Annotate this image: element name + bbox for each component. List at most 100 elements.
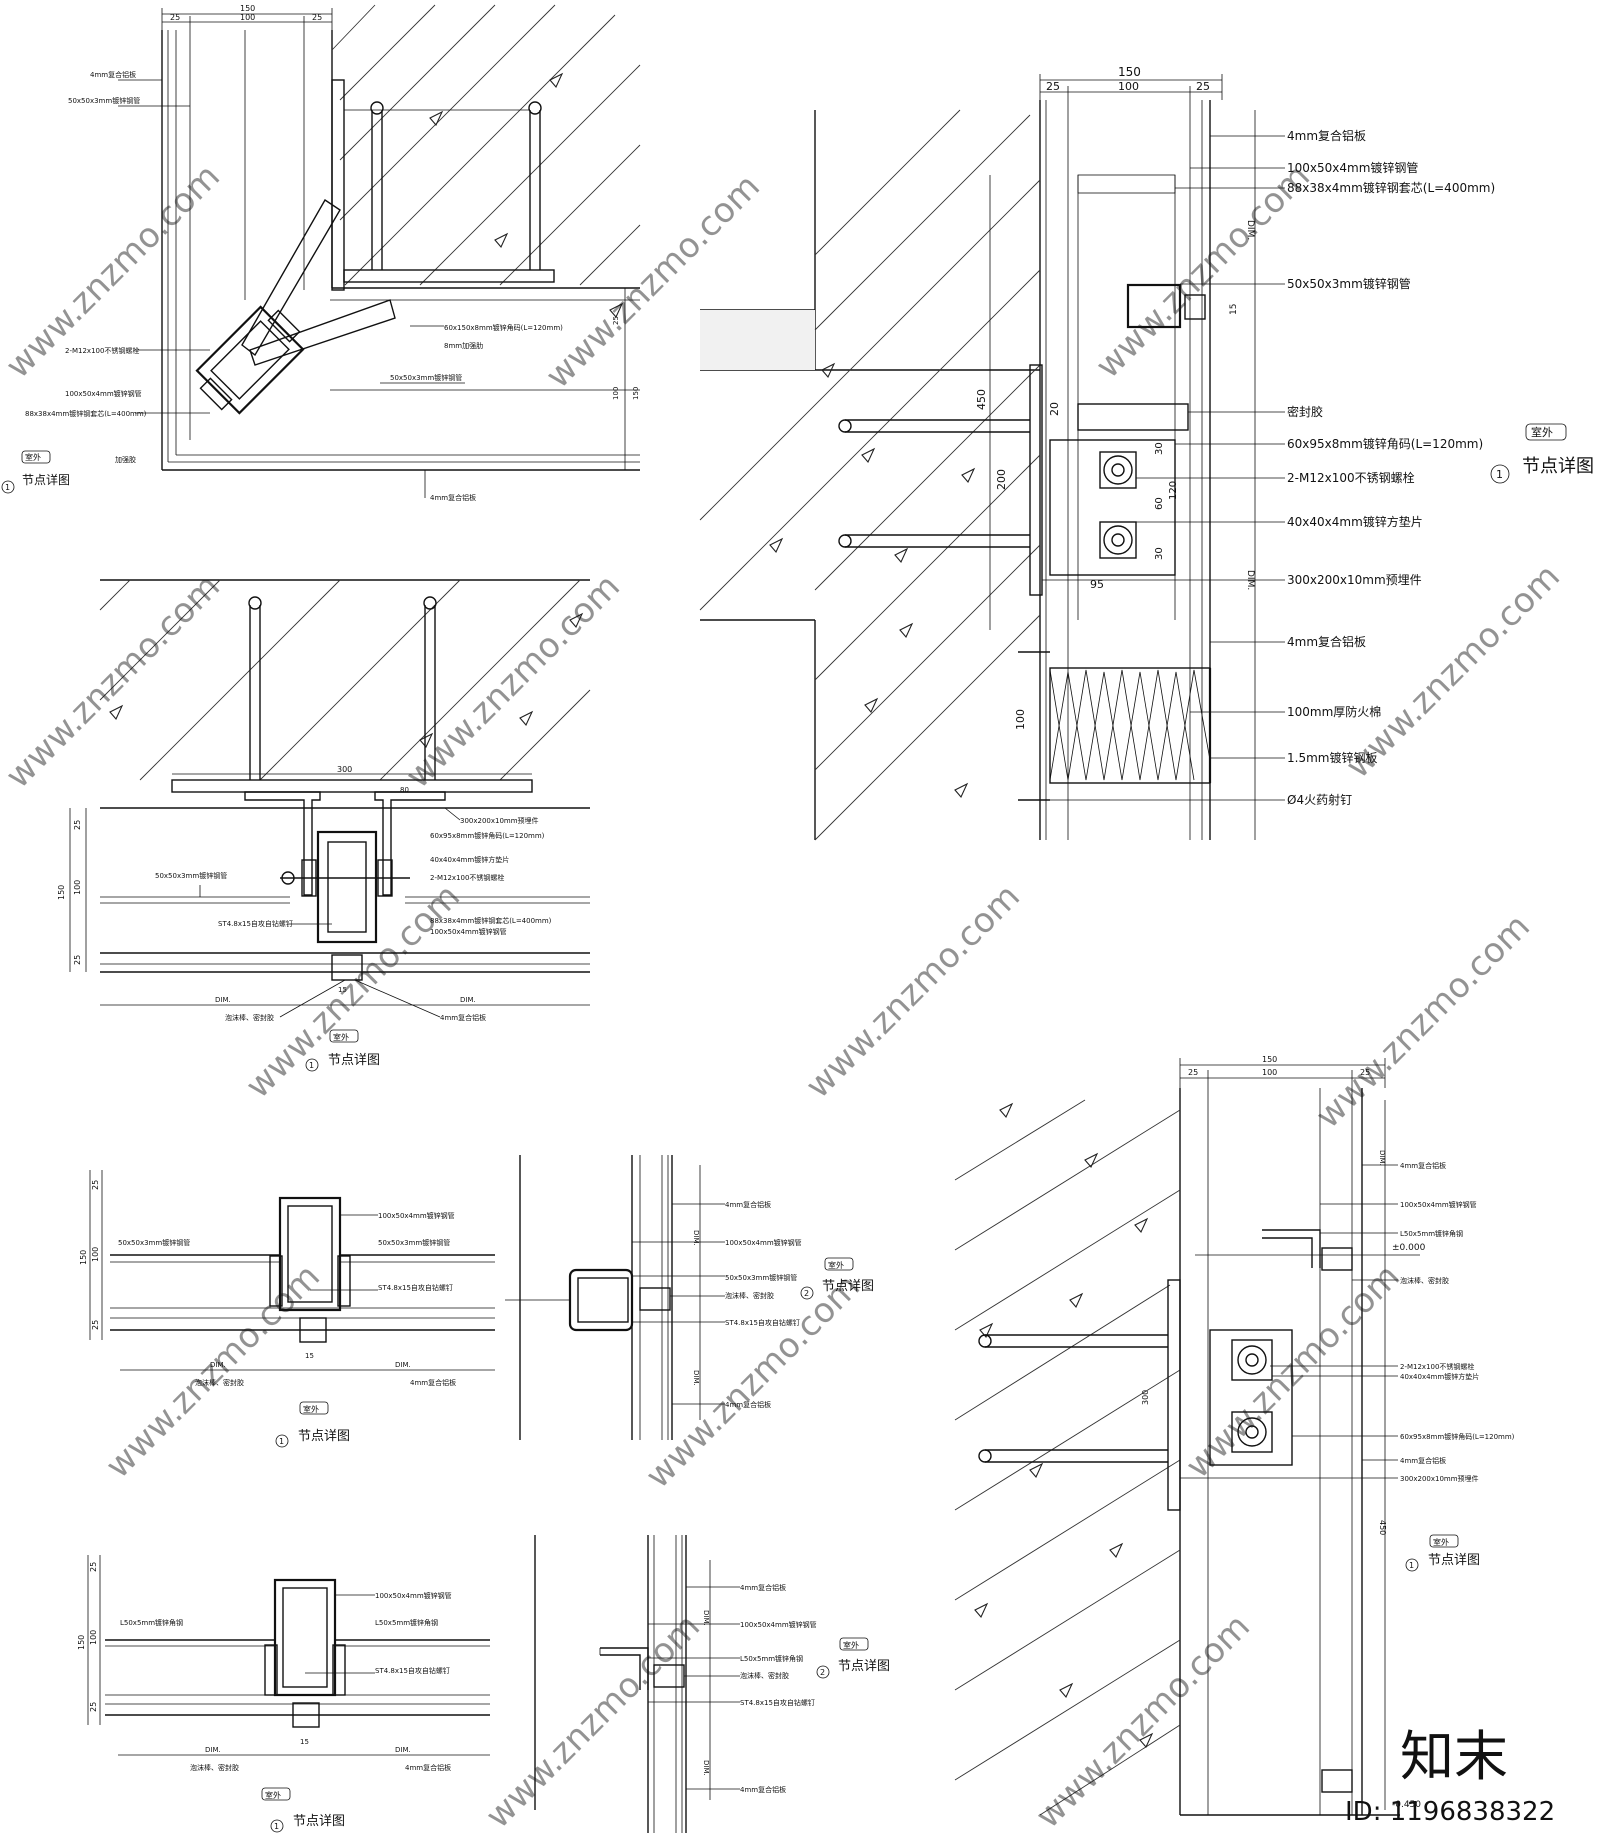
- label-sealant: 密封胶: [1287, 404, 1323, 419]
- dim-150-v: 150: [79, 1250, 88, 1265]
- detail-c-plan: 300 80 150 25 100 25 DIM. DIM. 15 300x2: [57, 579, 591, 1072]
- outdoor-label: 室外: [25, 452, 41, 462]
- dim-25: 25: [1196, 80, 1210, 93]
- watermark-site: www.znzmo.com: [1088, 156, 1318, 386]
- label-screw: ST4.8x15自攻自钻螺钉: [740, 1698, 815, 1707]
- label-core88: 88x38x4mm镀锌钢套芯(L=400mm): [430, 916, 552, 925]
- label-pipe100: 100x50x4mm镀锌钢管: [740, 1620, 817, 1629]
- node-number: 1: [5, 483, 10, 492]
- dim-15: 15: [338, 986, 347, 994]
- label-al4: 4mm复合铝板: [725, 1200, 771, 1209]
- label-angle60-95: 60x95x8mm镀锌角码(L=120mm): [430, 831, 545, 840]
- label-angleL50: L50x5mm镀锌角钢: [740, 1654, 803, 1663]
- label-angle60-95: 60x95x8mm镀锌角码(L=120mm): [1400, 1432, 1515, 1441]
- dim-label: DIM.: [205, 1746, 221, 1754]
- label-pipe100: 100x50x4mm镀锌钢管: [1400, 1200, 1477, 1209]
- outdoor-label: 室外: [1433, 1537, 1449, 1547]
- label-al4: 4mm复合铝板: [1400, 1161, 1446, 1170]
- dim-300: 300: [337, 765, 352, 774]
- watermark-site: www.znzmo.com: [478, 1606, 708, 1833]
- dim-15: 15: [305, 1352, 314, 1360]
- outdoor-label: 室外: [828, 1260, 844, 1270]
- label-foam: 泡沫棒、密封胶: [195, 1378, 244, 1387]
- dim-100-v: 100: [1014, 709, 1027, 730]
- label-pipe50: 50x50x3mm镀锌钢管: [378, 1238, 450, 1247]
- dim-label: DIM.: [692, 1370, 700, 1386]
- dim-label: DIM.: [215, 996, 231, 1004]
- label-angleL50: L50x5mm镀锌角钢: [1400, 1229, 1463, 1238]
- dim-150: 150: [1118, 65, 1141, 79]
- dim-150: 150: [240, 4, 255, 13]
- label-angleL50: L50x5mm镀锌角钢: [375, 1618, 438, 1627]
- elevation-minus: -0.450: [1392, 1800, 1421, 1810]
- outdoor-label: 室外: [303, 1404, 319, 1414]
- node-detail-title: 节点详图: [838, 1659, 890, 1674]
- label-embed: 300x200x10mm预埋件: [460, 816, 539, 825]
- label-bolt: 2-M12x100不锈钢螺栓: [1287, 470, 1415, 485]
- label-pipe50: 50x50x3mm镀锌钢管: [155, 871, 227, 880]
- dim-label: DIM.: [1378, 1150, 1386, 1166]
- detail-d-plan: 150 25 100 25 DIM. DIM. 15 100x50x4mm镀锌钢…: [79, 1170, 495, 1448]
- detail-f-plan: 150 25 100 25 DIM. DIM. 15 100x50x4mm镀锌钢…: [77, 1555, 490, 1833]
- label-angle60-95: 60x95x8mm镀锌角码(L=120mm): [1287, 437, 1483, 451]
- dim-300: 300: [1141, 1390, 1150, 1405]
- node-detail-title: 节点详图: [1428, 1553, 1480, 1568]
- dim-150-r: 150: [632, 387, 640, 400]
- label-al4-b: 4mm复合铝板: [430, 493, 476, 502]
- watermark-site: www.znzmo.com: [238, 876, 468, 1106]
- brand-id: ID: 1196838322: [1345, 1797, 1555, 1827]
- node-number: 1: [1496, 468, 1503, 481]
- label-pipe100: 100x50x4mm镀锌钢管: [65, 389, 142, 398]
- label-pipe100: 100x50x4mm镀锌钢管: [725, 1238, 802, 1247]
- detail-e-section: DIM. DIM. 4mm复合铝板 100x50x4mm镀锌钢管 50x50x3…: [505, 1155, 874, 1440]
- node-number: 1: [1409, 1561, 1414, 1570]
- dim-25-v: 25: [73, 955, 82, 965]
- dim-100: 100: [240, 13, 255, 22]
- dim-200: 200: [995, 469, 1008, 490]
- label-al4-b: 4mm复合铝板: [725, 1400, 771, 1409]
- node-detail-title: 节点详图: [293, 1814, 345, 1829]
- label-screw: ST4.8x15自攻自钻螺钉: [375, 1666, 450, 1675]
- dim-20: 20: [1048, 402, 1061, 416]
- label-steelplate: 1.5mm镀锌钢板: [1287, 751, 1377, 765]
- label-pipe50: 50x50x3mm镀锌钢管: [1287, 276, 1411, 291]
- node-number: 2: [804, 1289, 809, 1298]
- brand-stamp: 知末 ID: 1196838322: [1345, 1725, 1555, 1827]
- watermark-site: www.znzmo.com: [1308, 906, 1538, 1136]
- dim-label: DIM.: [210, 1361, 226, 1369]
- label-washer: 40x40x4mm镀锌方垫片: [1400, 1372, 1479, 1381]
- dim-label: DIM.: [702, 1760, 710, 1776]
- dim-100: 100: [1118, 80, 1139, 93]
- label-foam: 泡沫棒、密封胶: [1400, 1276, 1449, 1285]
- detail-b-section: 150 25 100 25: [699, 65, 1594, 841]
- detail-h-section: 150 25 100 25: [954, 1055, 1515, 1816]
- label-pipe100: 100x50x4mm镀锌钢管: [375, 1591, 452, 1600]
- dim-25: 25: [170, 13, 180, 22]
- label-al4: 4mm复合铝板: [740, 1583, 786, 1592]
- label-screw: ST4.8x15自攻自钻螺钉: [218, 919, 293, 928]
- fire-wool-pattern: [1049, 669, 1211, 781]
- label-rib8: 8mm加强肋: [444, 341, 483, 350]
- dim-label: DIM.: [702, 1610, 710, 1626]
- label-pipe100: 100x50x4mm镀锌钢管: [1287, 160, 1418, 175]
- node-detail-title: 节点详图: [22, 472, 70, 487]
- dim-95: 95: [1090, 578, 1104, 591]
- label-nail: Ø4火药射钉: [1287, 792, 1352, 807]
- dim-25: 25: [312, 13, 322, 22]
- label-al4: 4mm复合铝板: [90, 70, 136, 79]
- label-al4: 4mm复合铝板: [1287, 128, 1366, 143]
- watermark-site: www.znzmo.com: [98, 1256, 328, 1486]
- label-foam: 泡沫棒、密封胶: [190, 1763, 239, 1772]
- dim-100: 100: [1262, 1068, 1277, 1077]
- node-detail-title: 节点详图: [822, 1279, 874, 1294]
- label-angleL50-l: L50x5mm镀锌角钢: [120, 1618, 183, 1627]
- detail-h-labels: 4mm复合铝板 100x50x4mm镀锌钢管 L50x5mm镀锌角钢 泡沫棒、密…: [1180, 1161, 1515, 1483]
- dim-label: DIM.: [1245, 220, 1255, 240]
- dim-30: 30: [1154, 442, 1165, 455]
- watermark-site: www.znzmo.com: [0, 566, 228, 796]
- label-bolt: 2-M12x100不锈钢螺栓: [65, 346, 139, 355]
- dim-100-v: 100: [89, 1630, 98, 1645]
- label-bolt: 2-M12x100不锈钢螺栓: [430, 873, 504, 882]
- concrete-hatch: [99, 579, 591, 781]
- label-rockwool: 100mm厚防火棉: [1287, 704, 1381, 719]
